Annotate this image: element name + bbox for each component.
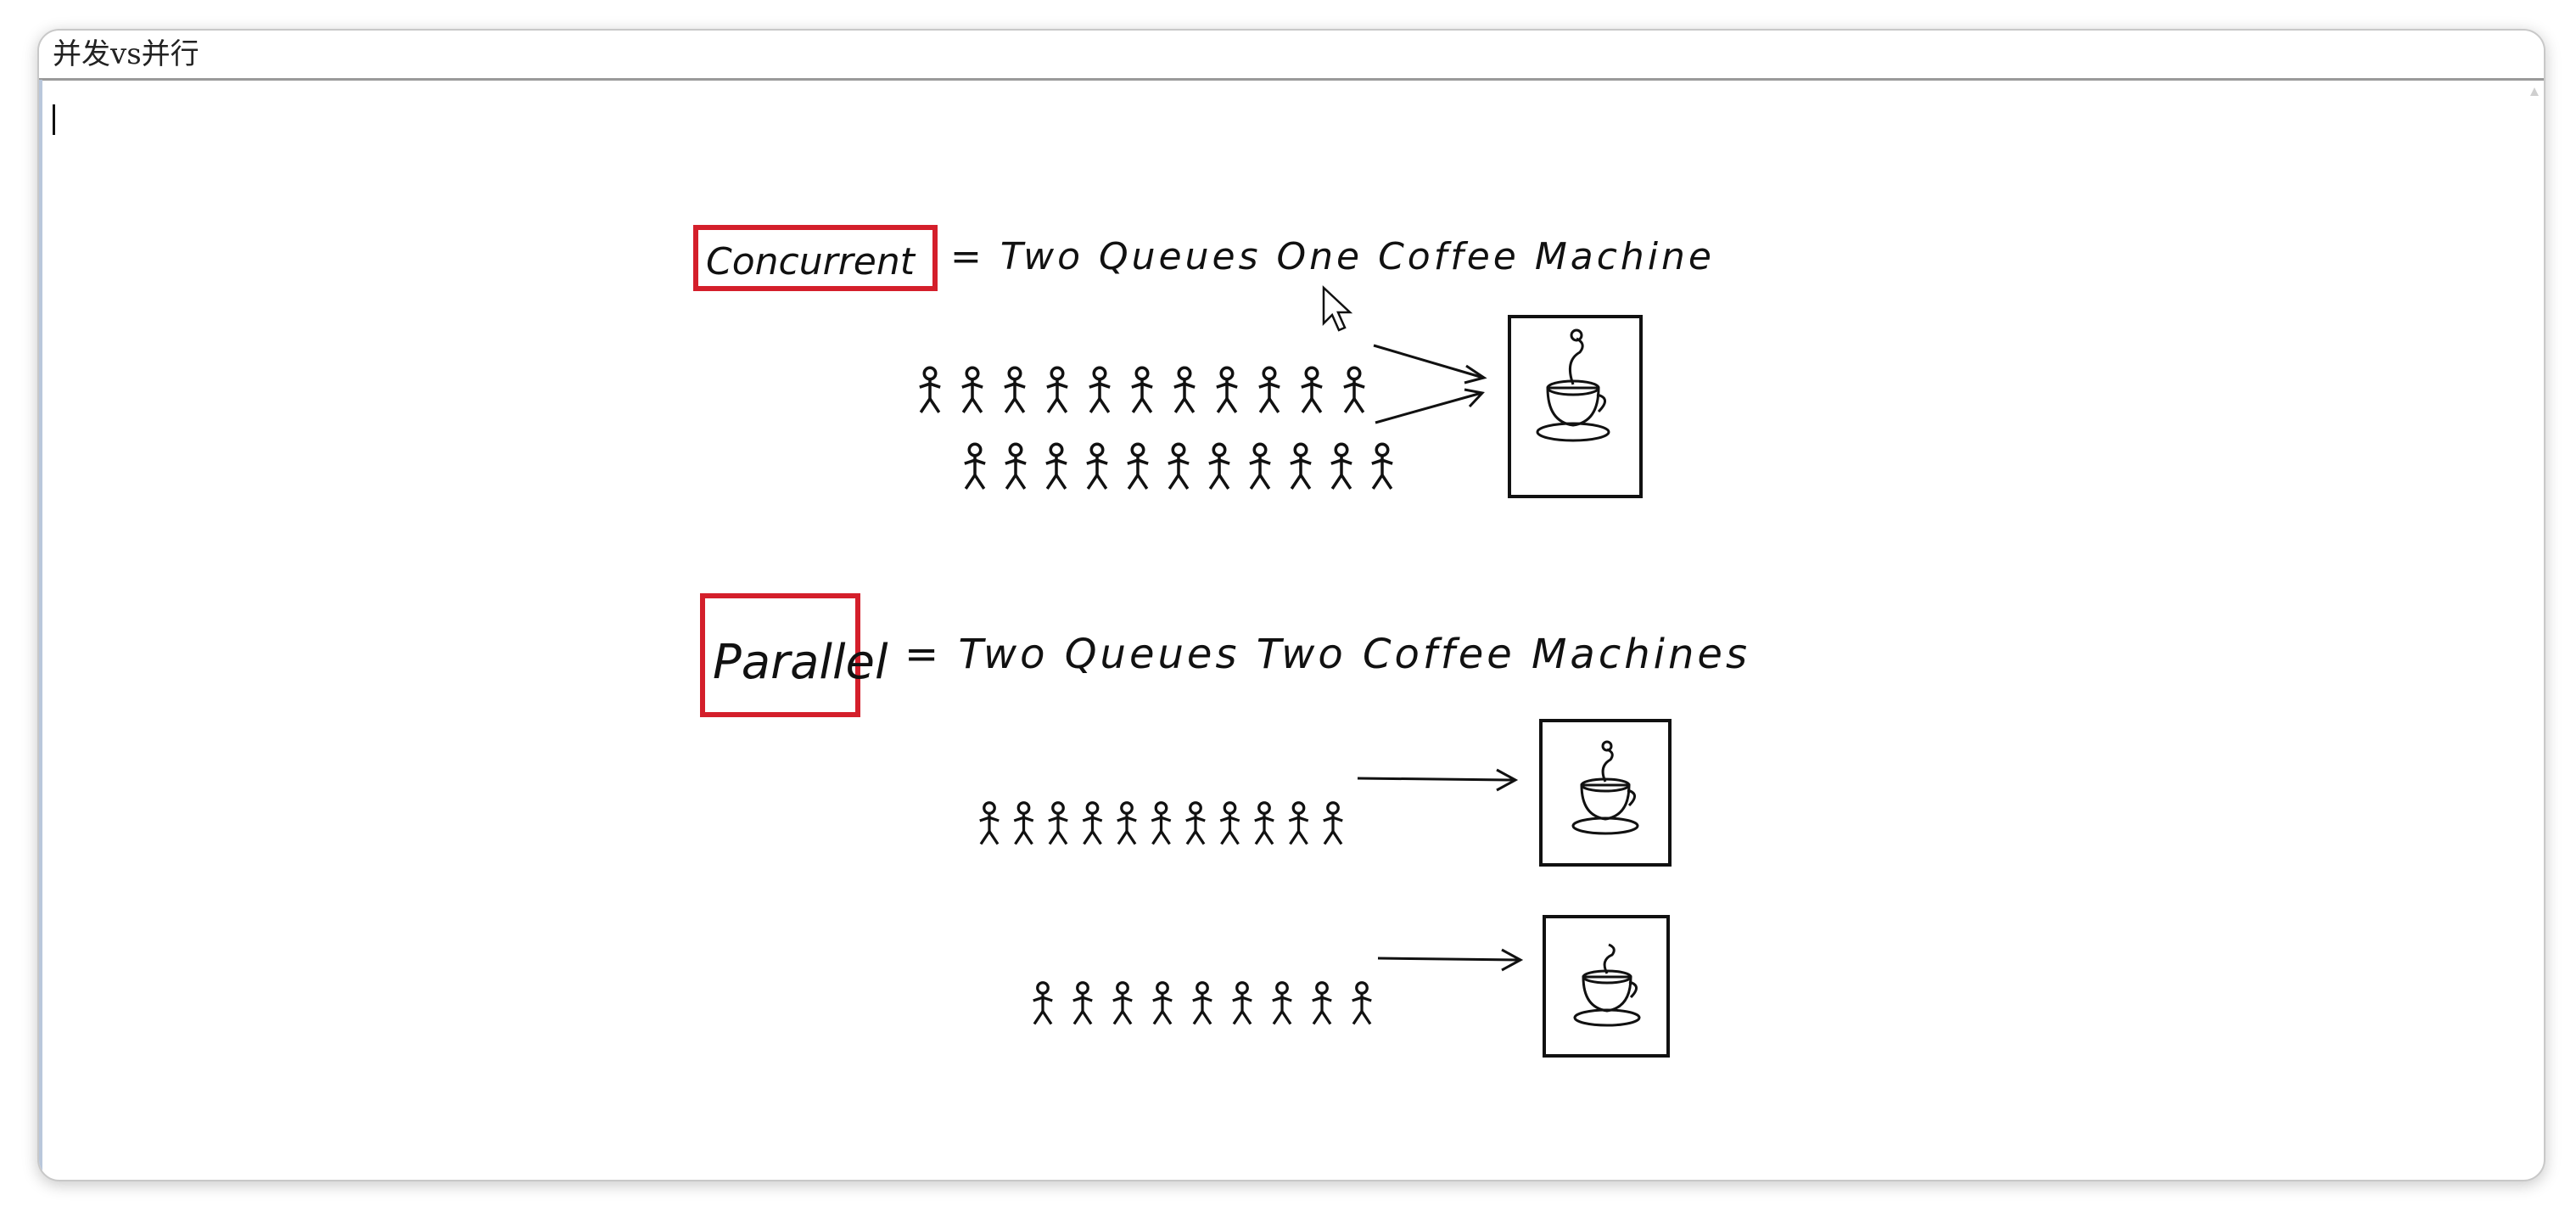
parallel-label-box <box>700 593 860 717</box>
scroll-indicator-icon[interactable] <box>2530 87 2539 103</box>
coffee-cup-icon <box>1573 943 1641 1027</box>
concurrency-sketch-image: Concurrent = Two Queues One Coffee Machi… <box>693 225 1750 1058</box>
left-border <box>39 80 42 1180</box>
arrow-icon <box>1357 768 1519 792</box>
coffee-machine <box>1539 719 1672 867</box>
stick-figure-icon <box>1192 981 1212 1025</box>
arrow-icon <box>1375 388 1485 424</box>
stick-figure-icon <box>1288 801 1309 845</box>
stick-figure-icon <box>919 366 941 413</box>
stick-figure-icon <box>1290 442 1312 490</box>
stick-figure-icon <box>1089 366 1111 413</box>
arrow-icon <box>1373 344 1487 384</box>
text-caret <box>53 104 55 135</box>
stick-figure-icon <box>961 366 983 413</box>
stick-figure-icon <box>1152 981 1173 1025</box>
stick-figure-icon <box>1301 366 1323 413</box>
stick-figure-icon <box>1219 801 1240 845</box>
stick-figure-icon <box>1312 981 1332 1025</box>
stick-figure-icon <box>1371 442 1393 490</box>
stick-figure-icon <box>979 801 1000 845</box>
stick-figure-icon <box>1033 981 1053 1025</box>
stick-figure-icon <box>1168 442 1190 490</box>
concurrent-queue-1 <box>919 366 1365 413</box>
stick-figure-icon <box>1005 442 1027 490</box>
stick-figure-icon <box>1323 801 1343 845</box>
stick-figure-icon <box>1272 981 1292 1025</box>
stick-figure-icon <box>1249 442 1271 490</box>
stick-figure-icon <box>1216 366 1238 413</box>
arrow-icon <box>1377 948 1524 972</box>
parallel-queue-1 <box>979 801 1343 845</box>
concurrent-label: Concurrent <box>706 240 916 283</box>
stick-figure-icon <box>1072 981 1093 1025</box>
mouse-pointer-icon <box>1322 285 1353 332</box>
concurrent-label-box <box>693 225 938 291</box>
stick-figure-icon <box>1258 366 1280 413</box>
concurrent-equation: = Two Queues One Coffee Machine <box>950 235 1715 278</box>
stick-figure-icon <box>1173 366 1196 413</box>
stick-figure-icon <box>1352 981 1372 1025</box>
parallel-label: Parallel <box>713 635 888 690</box>
coffee-cup-icon <box>1571 740 1639 835</box>
stick-figure-icon <box>1254 801 1274 845</box>
stick-figure-icon <box>1232 981 1252 1025</box>
editor-area[interactable]: Concurrent = Two Queues One Coffee Machi… <box>39 81 2544 1180</box>
title-bar: 并发vs并行 <box>39 31 2544 81</box>
parallel-equation: = Two Queues Two Coffee Machines <box>904 631 1750 678</box>
stick-figure-icon <box>1112 981 1133 1025</box>
stick-figure-icon <box>1343 366 1365 413</box>
stick-figure-icon <box>1127 442 1149 490</box>
document-title: 并发vs并行 <box>53 37 199 71</box>
stick-figure-icon <box>1208 442 1230 490</box>
parallel-queue-2 <box>1033 981 1372 1025</box>
stick-figure-icon <box>1046 366 1068 413</box>
stick-figure-icon <box>1185 801 1206 845</box>
concurrent-queue-2 <box>964 442 1393 490</box>
stick-figure-icon <box>1004 366 1026 413</box>
coffee-machine <box>1543 915 1670 1058</box>
stick-figure-icon <box>1013 801 1034 845</box>
stick-figure-icon <box>1330 442 1352 490</box>
stick-figure-icon <box>1086 442 1108 490</box>
stick-figure-icon <box>964 442 986 490</box>
stick-figure-icon <box>1151 801 1172 845</box>
coffee-cup-icon <box>1536 328 1610 442</box>
stick-figure-icon <box>1131 366 1153 413</box>
stick-figure-icon <box>1082 801 1103 845</box>
stick-figure-icon <box>1048 801 1068 845</box>
stick-figure-icon <box>1045 442 1067 490</box>
document-window: 并发vs并行 Concurrent = Two Queues One Coffe… <box>37 29 2545 1181</box>
coffee-machine <box>1508 315 1643 498</box>
stick-figure-icon <box>1117 801 1137 845</box>
